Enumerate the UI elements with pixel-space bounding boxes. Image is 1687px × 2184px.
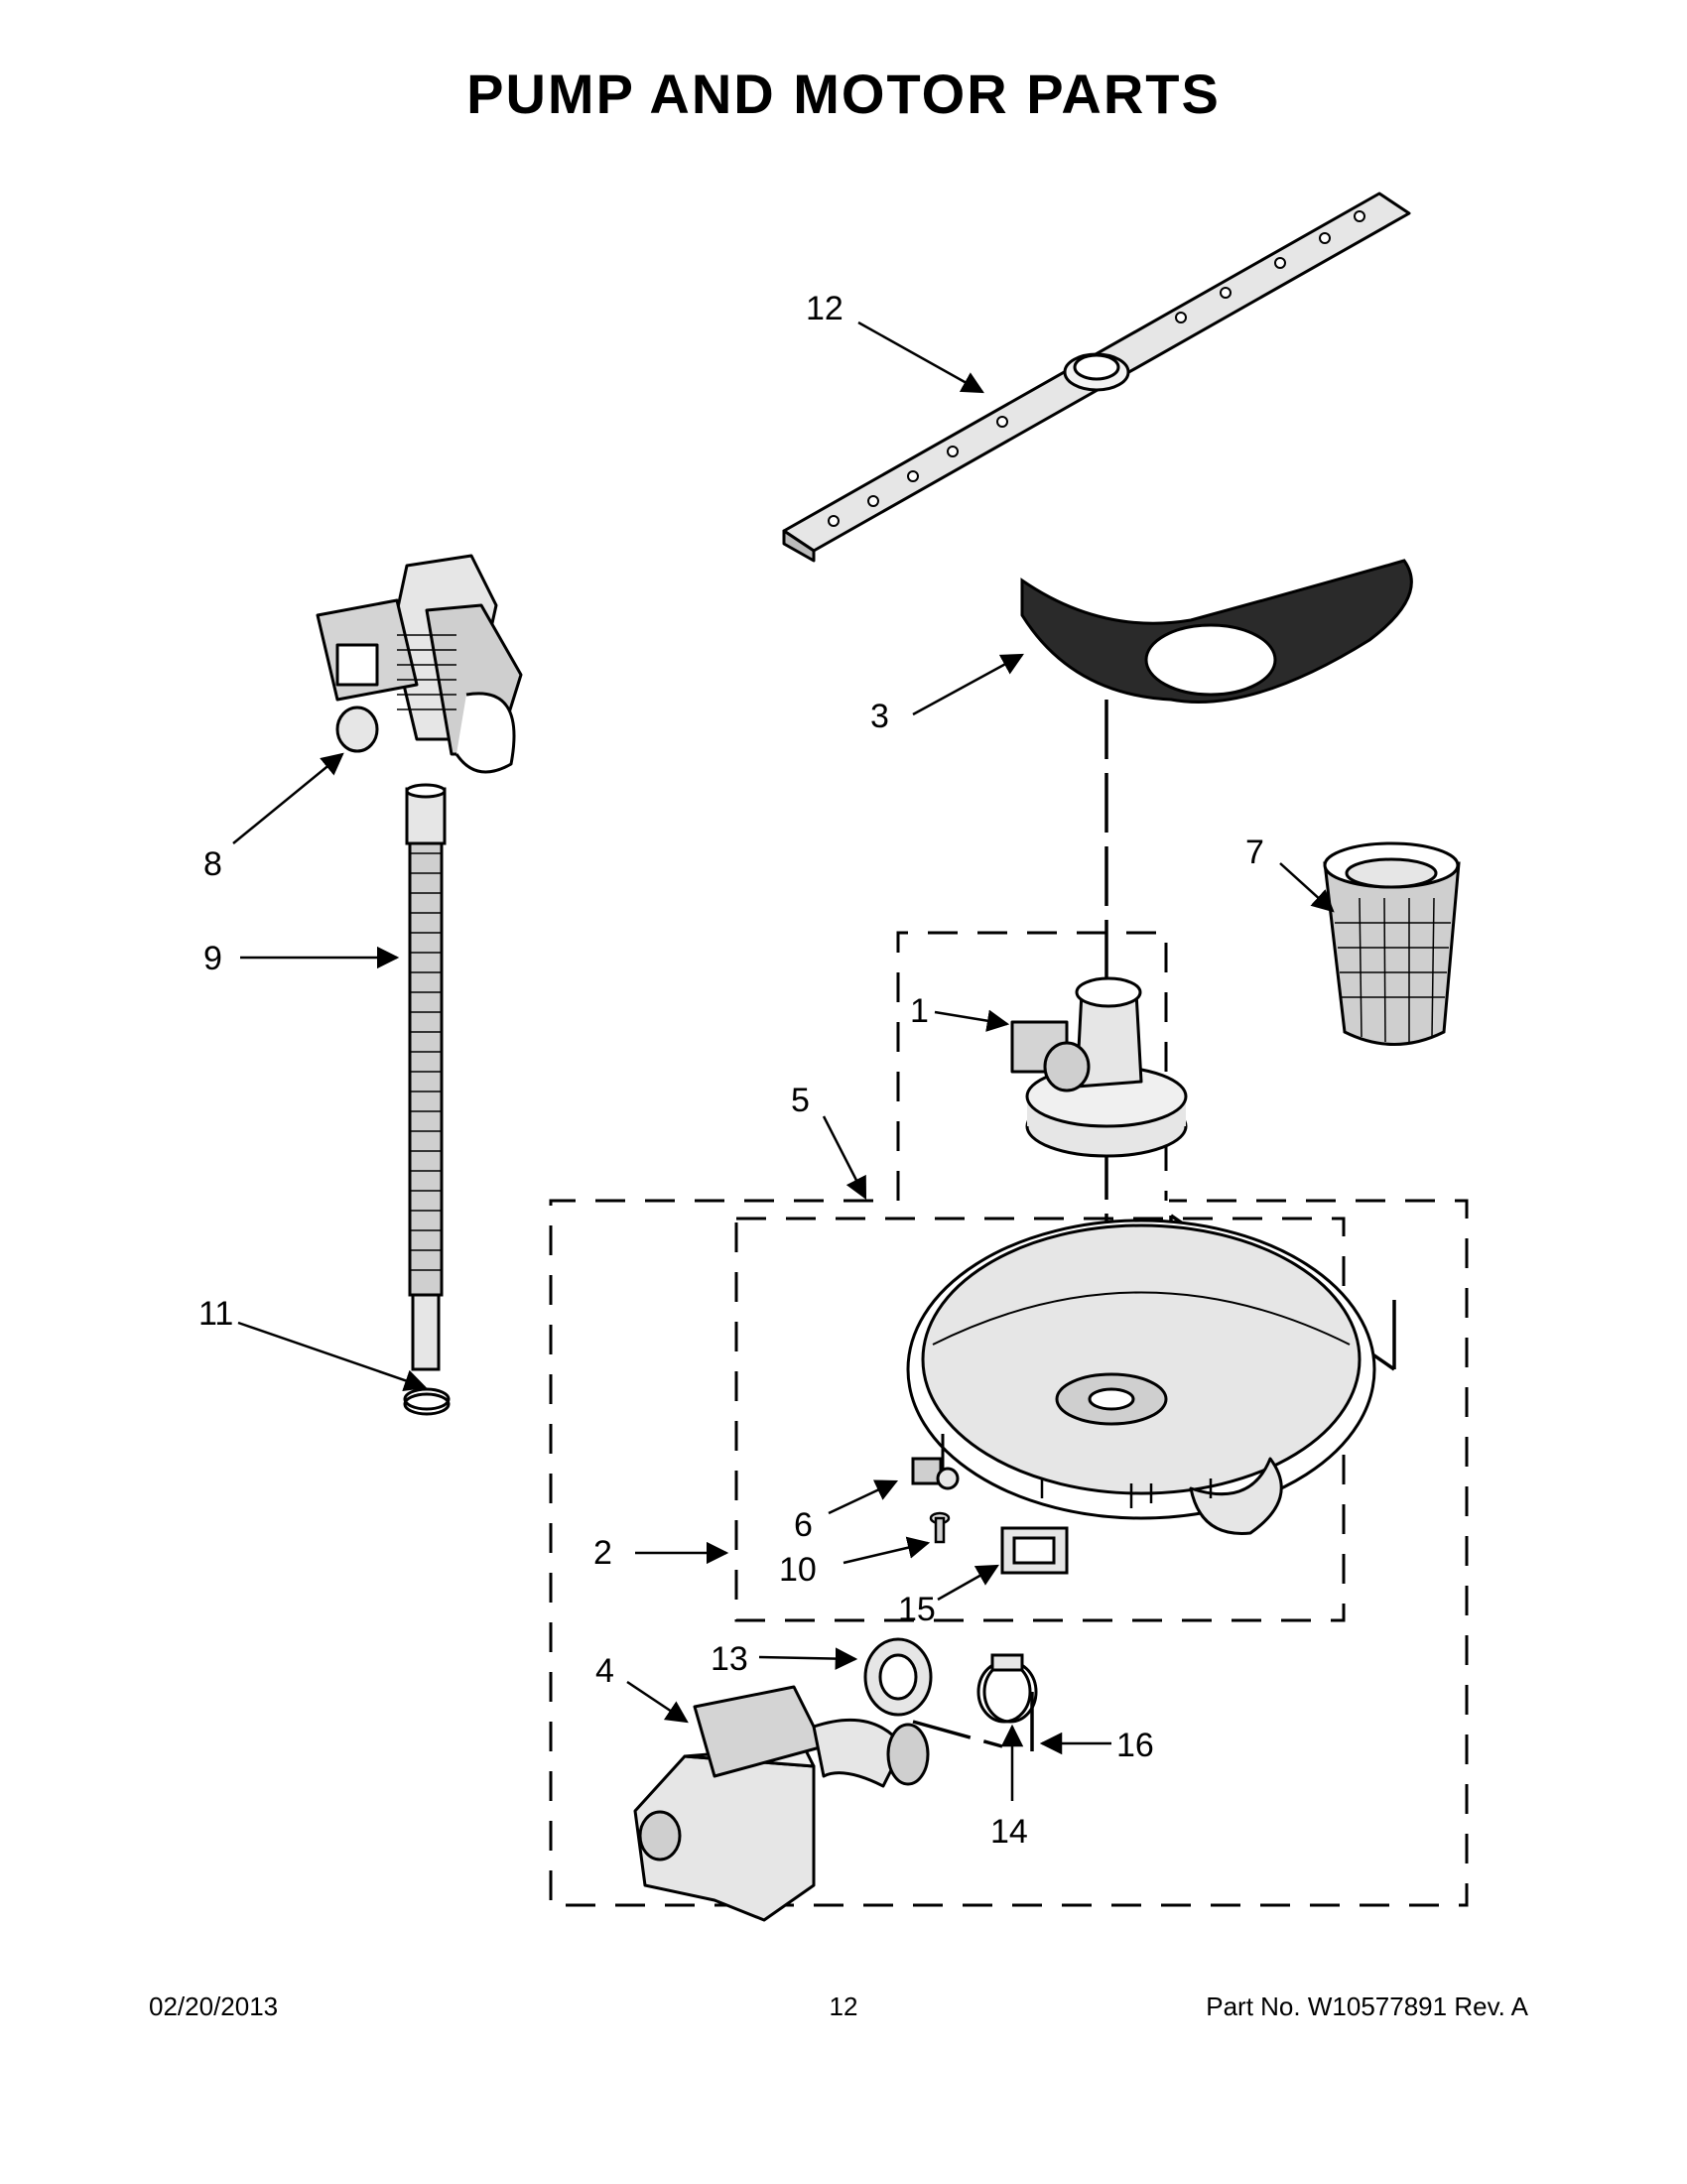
seal-part-13	[863, 1637, 933, 1717]
callout-4: 4	[595, 1652, 614, 1690]
revision-value: A	[1510, 1991, 1528, 2021]
filter-part-7	[1323, 841, 1461, 1046]
callout-2: 2	[593, 1534, 612, 1572]
callout-1: 1	[910, 992, 929, 1030]
filter-shield-part-3	[1020, 559, 1413, 704]
part-number-label: Part No.	[1206, 1991, 1301, 2021]
footer-part-number: Part No. W10577891 Rev. A	[1206, 1991, 1528, 2022]
hose-clamp-part-11	[403, 1387, 451, 1416]
footer-date: 02/20/2013	[149, 1991, 279, 2021]
motor-part-4	[633, 1685, 930, 1922]
part-number-value: W10577891	[1307, 1991, 1448, 2021]
revision-label: Rev.	[1454, 1991, 1505, 2021]
sump-part-2	[906, 1219, 1376, 1535]
callout-15: 15	[898, 1591, 936, 1628]
callout-12: 12	[806, 290, 844, 327]
callouts: 12 3 8 9 11 7 1 5 2 6 10 15 13 4 14 16	[198, 290, 1264, 1851]
connector-part-15	[1000, 1526, 1069, 1575]
screw-part-10	[929, 1511, 951, 1544]
leader-lines	[232, 321, 1335, 1801]
callout-11: 11	[198, 1295, 233, 1333]
assembly-boundary-5	[549, 931, 1469, 1907]
spray-arm-part-12	[782, 192, 1411, 563]
callout-7: 7	[1245, 834, 1264, 871]
footer-page-number: 12	[829, 1991, 858, 2021]
drain-hose-part-9	[405, 783, 447, 1371]
callout-9: 9	[203, 940, 222, 977]
callout-16: 16	[1116, 1727, 1154, 1764]
callout-3: 3	[870, 698, 889, 735]
page-title: PUMP AND MOTOR PARTS	[466, 63, 1221, 125]
callout-6: 6	[794, 1506, 813, 1544]
clamp-part-14	[976, 1653, 1038, 1724]
pump-housing-part-1	[1010, 976, 1188, 1158]
sensor-part-6	[911, 1434, 960, 1490]
callout-13: 13	[711, 1640, 748, 1678]
callout-8: 8	[203, 845, 222, 883]
callout-10: 10	[779, 1551, 817, 1589]
callout-14: 14	[990, 1813, 1028, 1851]
callout-5: 5	[791, 1082, 810, 1119]
drain-pump-part-8	[316, 554, 523, 774]
